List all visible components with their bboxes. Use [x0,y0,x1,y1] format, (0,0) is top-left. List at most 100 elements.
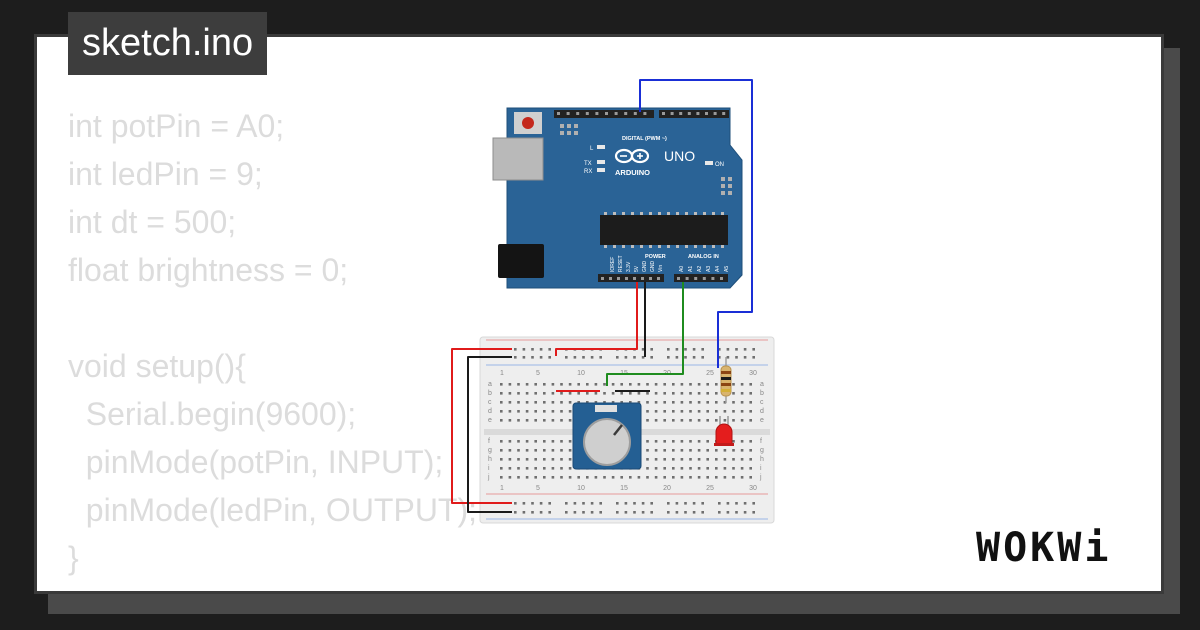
breadboard-hole [629,392,632,395]
resistor[interactable] [720,357,732,403]
column-number: 25 [706,370,714,377]
rail-hole [633,356,636,359]
breadboard-hole [560,449,563,452]
icsp-pin [560,124,564,128]
breadboard-hole [508,458,512,461]
breadboard-hole [586,476,589,479]
breadboard-hole [715,410,718,413]
rail-hole [565,502,568,505]
breadboard-hole [508,401,512,404]
arduino-uno-board[interactable]: DIGITAL (PWM ~) UNO ARDUINO L TX RX ON P… [492,107,743,289]
rx-label: RX [584,169,592,175]
breadboard-hole [525,410,529,413]
rail-hole [675,511,679,514]
rail-hole [582,356,585,359]
potentiometer[interactable] [572,402,642,470]
code-line: pinMode(ledPin, OUTPUT); [68,492,478,528]
row-letter: e [760,417,764,424]
breadboard-hole [697,392,701,395]
breadboard-hole [663,458,666,461]
breadboard-hole [706,449,709,452]
breadboard-hole [715,467,718,470]
breadboard-hole [680,476,684,479]
breadboard-hole [568,440,572,443]
rail-hole [633,502,636,505]
digital-header-left [554,110,654,118]
column-number: 30 [749,370,757,377]
breadboard-hole [629,383,632,386]
row-letter: i [488,465,490,472]
rail-hole [514,502,517,505]
icsp-pin [567,131,571,135]
rail-hole [684,356,687,359]
code-line: int potPin = A0; [68,108,285,144]
breadboard-hole [749,476,752,479]
rail-hole [743,502,747,505]
breadboard-hole [517,410,520,413]
breadboard-hole [680,392,684,395]
breadboard-hole [551,467,555,470]
wire-5v-red [555,282,638,356]
rail-hole [726,356,730,359]
breadboard-hole [551,419,555,422]
microcontroller-chip [600,215,728,245]
breadboard-hole [525,383,529,386]
breadboard-hole [508,383,512,386]
breadboard-hole [732,449,735,452]
header-pin [633,112,637,115]
breadboard-hole [603,383,606,386]
header-pin [722,112,726,115]
breadboard-hole [706,410,709,413]
breadboard-hole [534,449,537,452]
board-model-label: UNO [664,148,695,164]
breadboard-hole [560,476,563,479]
breadboard-hole [654,440,658,443]
breadboard-hole [560,410,563,413]
breadboard-hole [568,458,572,461]
breadboard-hole [534,401,537,404]
breadboard-hole [568,383,572,386]
rail-hole [684,511,687,514]
wokwi-logo[interactable]: WOKWi [976,525,1112,571]
header-pin [566,112,570,115]
breadboard-hole [500,419,503,422]
breadboard-hole [697,401,701,404]
code-editor[interactable]: int potPin = A0; int ledPin = 9; int dt … [68,102,477,582]
rail-hole [641,502,645,505]
rail-hole [752,348,755,351]
breadboard-hole [543,476,546,479]
breadboard-hole [646,419,649,422]
breadboard-hole [680,410,684,413]
header-pin [595,112,599,115]
breadboard-hole [551,392,555,395]
breadboard-hole [697,449,701,452]
breadboard-hole [732,392,735,395]
breadboard-hole [646,458,649,461]
header-pin [687,112,691,115]
chip-pin [631,212,634,215]
rail-hole [692,348,696,351]
wire-pin9-blue [639,79,753,368]
icsp-pin [721,184,725,188]
reset-button[interactable] [522,117,534,129]
breadboard-hole [740,401,744,404]
potentiometer-knob[interactable] [583,418,631,466]
breadboard-hole [500,440,503,443]
breadboard-hole [663,392,666,395]
rail-hole [650,348,653,351]
row-letter: e [488,417,492,424]
breadboard-hole [534,410,537,413]
breadboard-hole [732,410,735,413]
breadboard-hole [517,419,520,422]
file-tab[interactable]: sketch.ino [68,12,268,75]
header-pin [677,277,680,280]
column-number: 5 [536,370,540,377]
breadboard-hole [663,467,666,470]
breadboard-hole [637,392,641,395]
breadboard-hole [551,458,555,461]
rail-hole [531,511,534,514]
chip-pin [712,245,715,248]
red-led[interactable] [714,416,734,446]
chip-pin [694,245,697,248]
